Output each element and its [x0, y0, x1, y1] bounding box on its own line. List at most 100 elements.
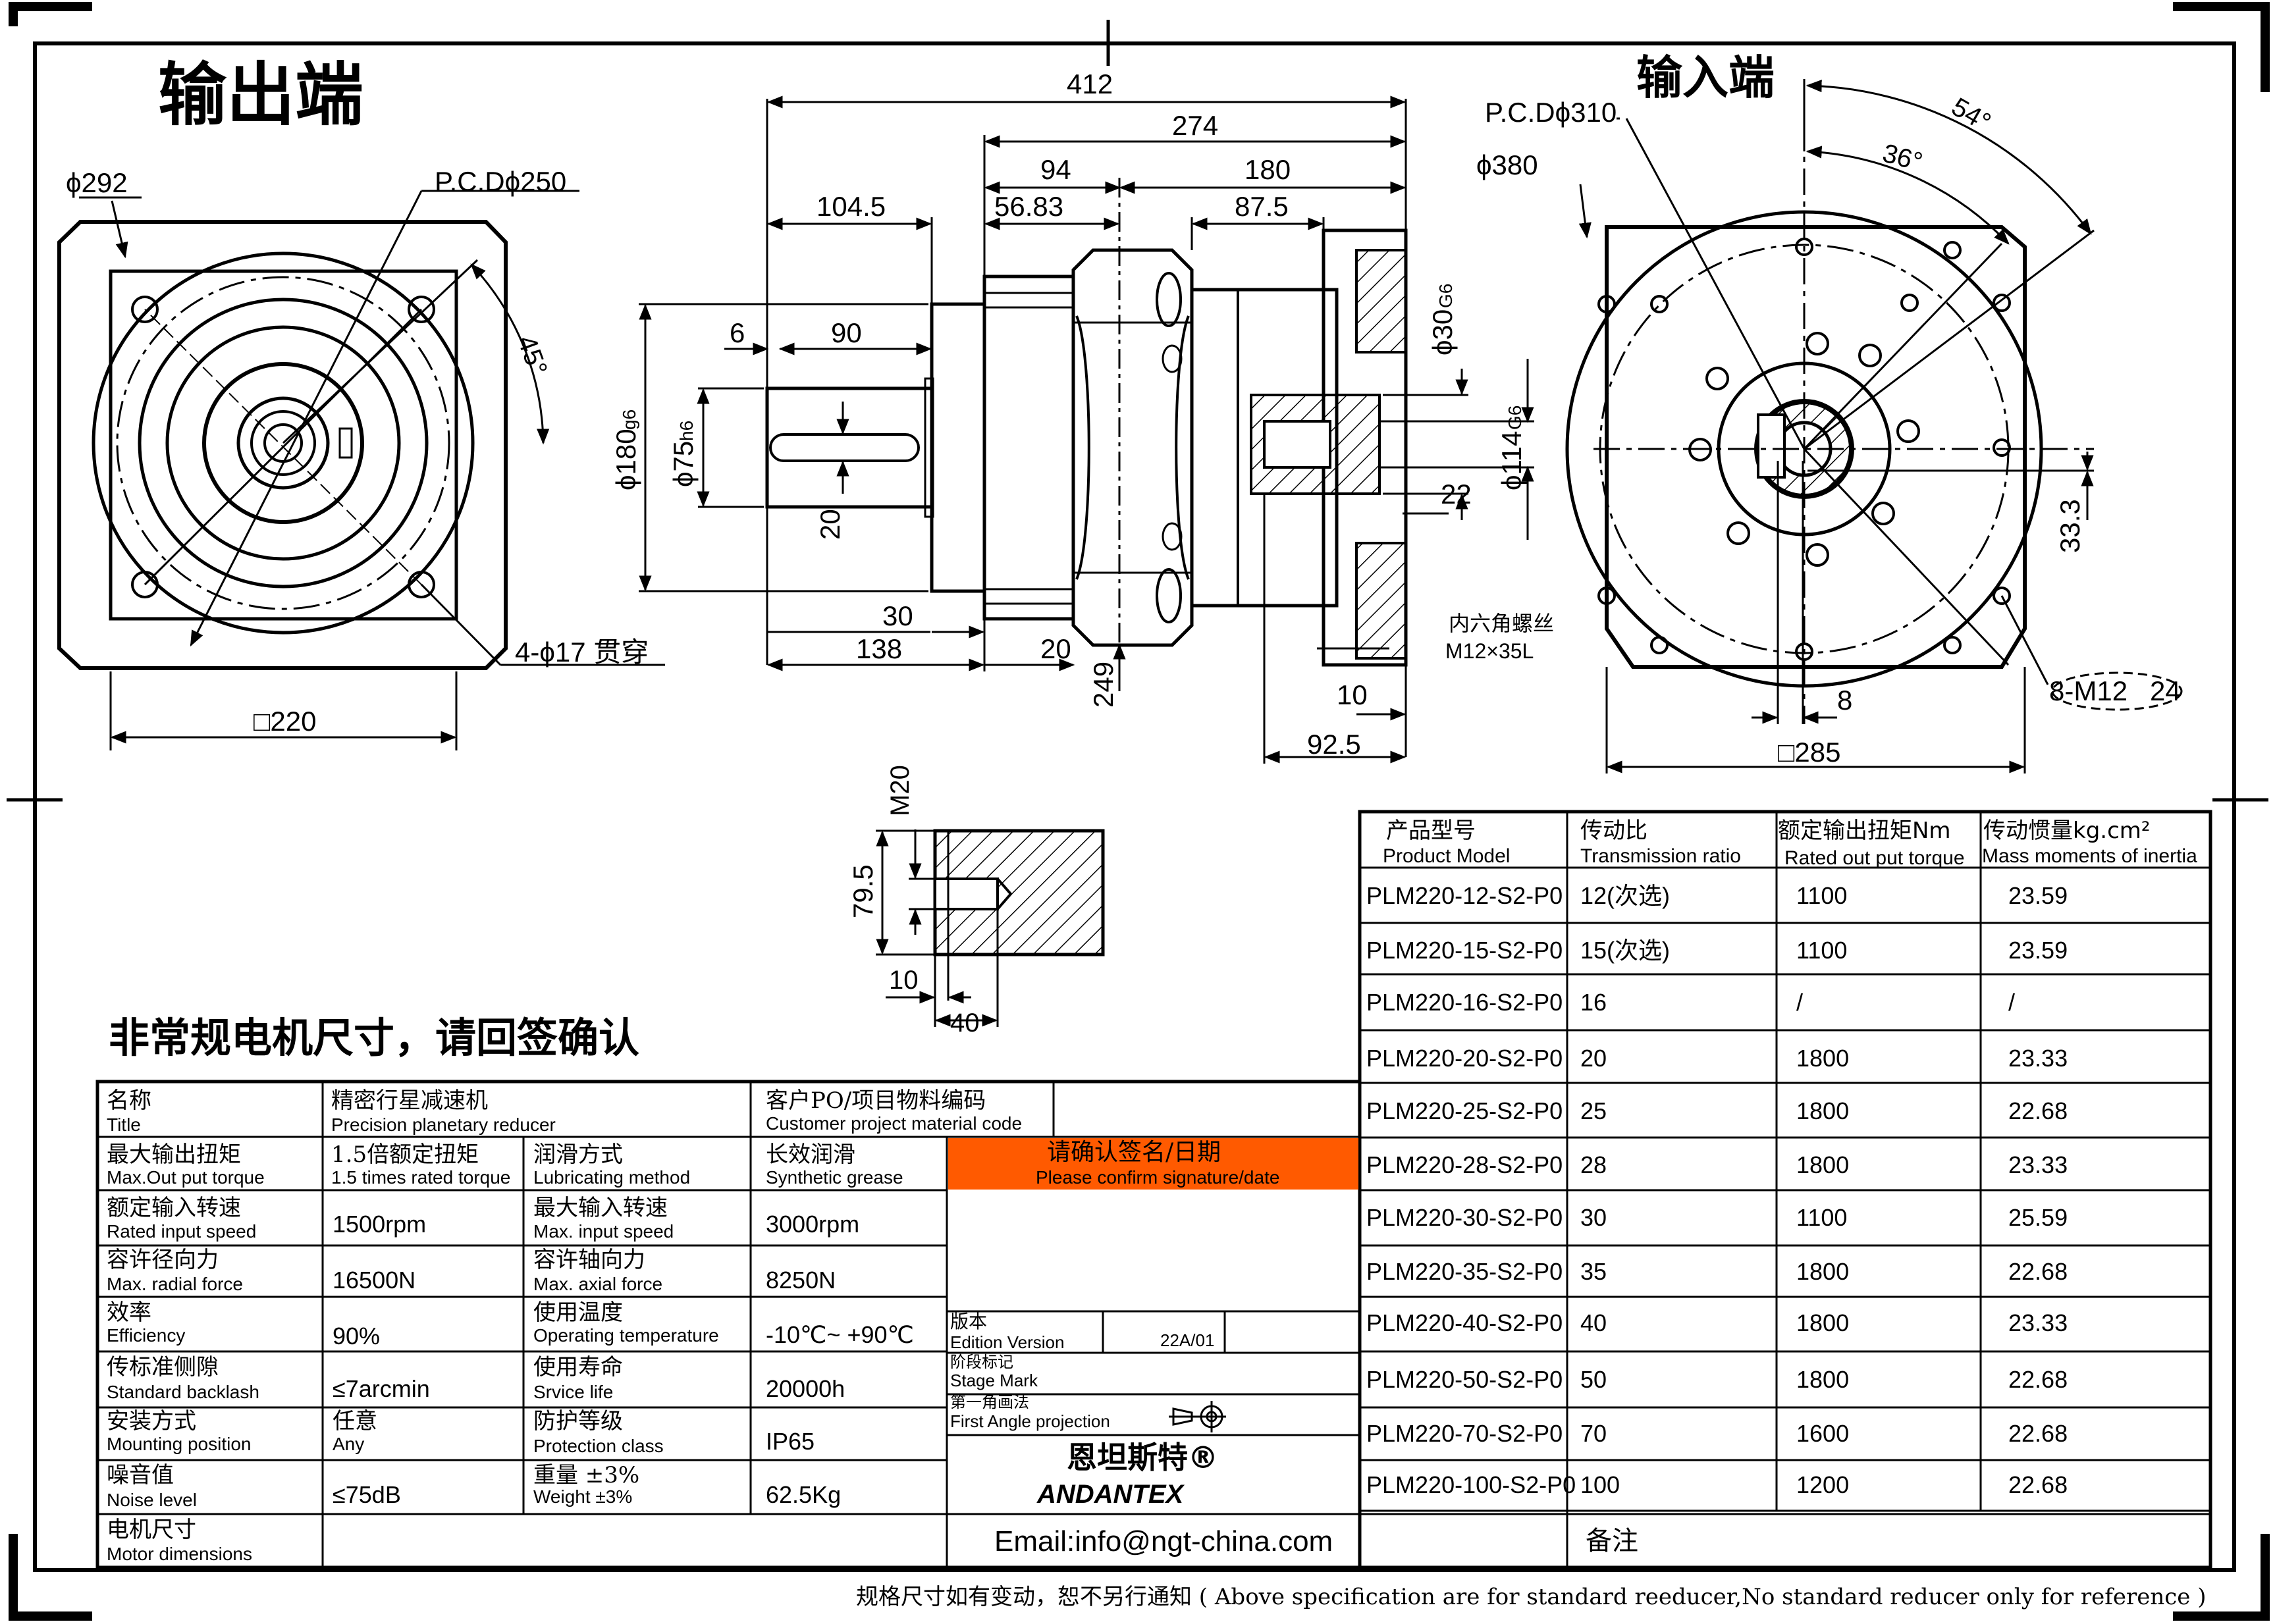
brand-cn: 恩坦斯特®: [1067, 1440, 1218, 1475]
dim-138: 138: [856, 633, 902, 664]
cell-ratio: 28: [1580, 1151, 1607, 1178]
temperature-en: Operating temperature: [533, 1325, 719, 1346]
rated-speed-value: 1500rpm: [333, 1211, 426, 1238]
max-torque-en: Max.Out put torque: [107, 1167, 265, 1188]
model-table-rows: PLM220-12-S2-P0 12(次选) 1100 23.59 PLM220…: [1366, 882, 2068, 1498]
header-torque-en: Rated out put torque: [1784, 847, 1965, 869]
customer-code-en: Customer project material code: [766, 1113, 1022, 1134]
dim-angle45: 45°: [512, 332, 552, 379]
backlash-value: ≤7arcmin: [333, 1375, 430, 1402]
cell-torque: 1800: [1796, 1151, 1849, 1178]
screw-label: M12×35L: [1445, 639, 1534, 663]
protection-cn: 防护等级: [533, 1408, 623, 1434]
input-end-heading: 输入端: [1636, 51, 1775, 105]
axial-force-cn: 容许轴向力: [533, 1247, 645, 1273]
dim-412: 412: [1067, 68, 1113, 99]
noise-en: Noise level: [107, 1490, 197, 1510]
input-flange-view: [1565, 79, 2183, 773]
dim-square285: □285: [1778, 737, 1840, 768]
max-speed-cn: 最大输入转速: [533, 1195, 668, 1221]
cell-torque: /: [1796, 989, 1803, 1016]
mounting-value-en: Any: [333, 1434, 364, 1454]
max-torque-value-cn: 1.5倍额定扭矩: [331, 1141, 479, 1168]
dim-30: 30: [882, 600, 913, 631]
cell-model: PLM220-16-S2-P0: [1366, 989, 1563, 1016]
output-flange-view: [57, 190, 665, 750]
spec-table: [95, 1080, 2210, 1569]
dim-6: 6: [730, 317, 745, 348]
noise-cn: 噪音值: [107, 1462, 174, 1488]
screw-label-cn: 内六角螺丝: [1449, 611, 1554, 636]
non-standard-note: 非常规电机尺寸，请回签确认: [109, 1014, 639, 1062]
dim-dia75: ϕ75: [668, 441, 699, 487]
edition-en: Edition Version: [950, 1332, 1064, 1352]
cell-inertia: 22.68: [2008, 1471, 2068, 1498]
table-row: PLM220-50-S2-P0 50 1800 22.68: [1366, 1366, 2068, 1393]
table-row: PLM220-28-S2-P0 28 1800 23.33: [1366, 1151, 2068, 1178]
dim-92-5: 92.5: [1307, 729, 1361, 760]
header-inertia-en: Mass moments of inertia: [1982, 845, 2197, 867]
title-value-en: Precision planetary reducer: [331, 1114, 556, 1135]
dim-dia114-tol: G6: [1505, 406, 1525, 430]
cell-model: PLM220-35-S2-P0: [1366, 1258, 1563, 1285]
dim-33-3: 33.3: [2054, 499, 2085, 553]
table-row: PLM220-12-S2-P0 12(次选) 1100 23.59: [1366, 882, 2068, 909]
dim-holes: 4-ϕ17 贯穿: [515, 637, 649, 668]
cell-ratio: 35: [1580, 1258, 1607, 1285]
protection-value: IP65: [766, 1428, 815, 1455]
cell-model: PLM220-20-S2-P0: [1366, 1045, 1563, 1072]
dim-8: 8: [1837, 685, 1852, 716]
cell-model: PLM220-25-S2-P0: [1366, 1097, 1563, 1124]
table-row: PLM220-70-S2-P0 70 1600 22.68: [1366, 1420, 2068, 1447]
dim-dia114: ϕ114: [1496, 431, 1527, 490]
cell-model: PLM220-30-S2-P0: [1366, 1204, 1563, 1231]
service-life-value: 20000h: [766, 1375, 845, 1402]
efficiency-cn: 效率: [107, 1299, 151, 1326]
dim-key-20: 20: [815, 509, 845, 540]
footer-note: 规格尺寸如有变动，恕不另行通知 ( Above specification ar…: [856, 1584, 2207, 1610]
backlash-en: Standard backlash: [107, 1382, 259, 1402]
dim-dia180: ϕ180: [610, 429, 641, 490]
confirm-cn: 请确认签名/日期: [1047, 1139, 1221, 1166]
cell-torque: 1100: [1796, 1204, 1847, 1231]
table-row: PLM220-30-S2-P0 30 1100 25.59: [1366, 1204, 2068, 1231]
service-life-cn: 使用寿命: [533, 1354, 623, 1380]
dim-d380: ϕ380: [1476, 149, 1538, 180]
dim-detail-10: 10: [889, 966, 919, 995]
dim-79-5: 79.5: [847, 864, 878, 918]
radial-force-cn: 容许径向力: [107, 1247, 219, 1273]
model-table: [1358, 810, 2212, 1569]
lubrication-cn: 润滑方式: [533, 1141, 623, 1168]
lubrication-value-cn: 长效润滑: [766, 1141, 855, 1168]
lubrication-en: Lubricating method: [533, 1167, 690, 1188]
dim-94: 94: [1040, 154, 1071, 185]
weight-cn: 重量 ±3%: [533, 1462, 639, 1488]
email: Email:info@ngt-china.com: [994, 1525, 1333, 1558]
max-speed-value: 3000rpm: [766, 1211, 859, 1238]
title-value-cn: 精密行星减速机: [331, 1087, 488, 1114]
header-torque-cn: 额定输出扭矩Nm: [1778, 818, 1951, 844]
motor-dimensions-cn: 电机尺寸: [107, 1517, 196, 1543]
cell-inertia: 23.33: [2008, 1309, 2068, 1336]
side-view-labels: 412 274 94 180 104.5 56.83 87.5 6 90 20 …: [610, 68, 1554, 760]
dim-180: 180: [1245, 154, 1291, 185]
confirm-banner: [948, 1138, 1358, 1190]
cell-torque: 1800: [1796, 1258, 1849, 1285]
rated-speed-cn: 额定输入转速: [107, 1195, 241, 1221]
radial-force-en: Max. radial force: [107, 1274, 243, 1294]
title-en: Title: [107, 1114, 141, 1135]
max-torque-cn: 最大输出扭矩: [107, 1141, 241, 1168]
max-speed-en: Max. input speed: [533, 1221, 674, 1242]
mounting-value-cn: 任意: [333, 1408, 377, 1434]
service-life-en: Srvice life: [533, 1382, 613, 1402]
shaft-detail-view: [876, 829, 1105, 1027]
spec-table-text: 名称 Title 精密行星减速机 Precision planetary red…: [107, 1087, 1333, 1564]
dim-angle54: 54°: [1946, 92, 1995, 137]
table-row: PLM220-16-S2-P0 16 / /: [1366, 989, 2015, 1016]
cell-inertia: /: [2008, 989, 2015, 1016]
remark-label: 备注: [1586, 1526, 1638, 1556]
header-inertia-cn: 传动惯量kg.cm²: [1983, 818, 2151, 844]
cell-ratio: 12(次选): [1580, 882, 1670, 909]
backlash-cn: 传标准侧隙: [107, 1354, 219, 1380]
